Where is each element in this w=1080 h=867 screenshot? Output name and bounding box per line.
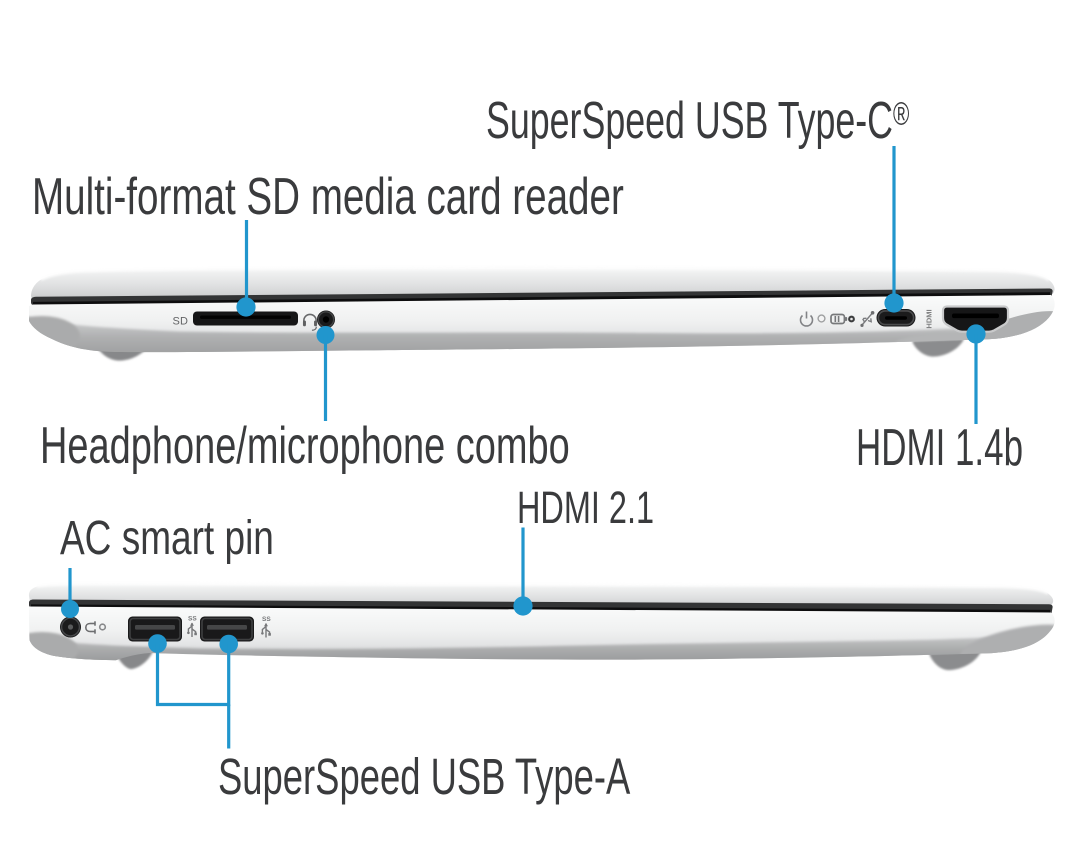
label-hdmi-21: HDMI 2.1 bbox=[517, 482, 655, 533]
laptop2-nose-shadow bbox=[29, 632, 78, 661]
hdmi-port bbox=[941, 305, 1010, 333]
callout-dot-hdmi21 bbox=[513, 596, 533, 616]
hdmi-engraving: HDMI bbox=[925, 309, 934, 328]
laptop1-hinge-gap-dark-line bbox=[32, 292, 1051, 306]
label-sd-reader: Multi-format SD media card reader bbox=[32, 168, 624, 226]
label-usb-type-a: SuperSpeed USB Type-A bbox=[218, 748, 631, 805]
ac-pin-port-ring bbox=[60, 617, 81, 637]
laptop1-nose-shadow bbox=[29, 316, 80, 353]
callout-dot-usb-c bbox=[884, 293, 904, 313]
laptop1-foot-right bbox=[912, 339, 964, 357]
battery-icon bbox=[830, 313, 848, 325]
laptop-bottom-left-side: SS SS bbox=[28, 581, 1055, 671]
laptop-top-right-side: SD bbox=[29, 265, 1055, 361]
plug-icon bbox=[84, 621, 96, 634]
label-ac-smart-pin: AC smart pin bbox=[60, 512, 274, 565]
laptop2-corner-shadow bbox=[960, 624, 1055, 661]
hdmi-port-slot bbox=[952, 313, 999, 319]
power-led bbox=[817, 314, 826, 323]
callout-bracket-usb-a bbox=[155, 643, 231, 707]
laptop1-underside bbox=[29, 316, 1055, 353]
ac-led bbox=[98, 623, 107, 631]
laptop2-lid-highlight bbox=[36, 581, 1049, 595]
laptop2-hinge-gap-dark-line bbox=[30, 604, 1051, 614]
usb-ss-icon-2: SS bbox=[261, 616, 271, 638]
usb-c-port-tongue bbox=[885, 316, 907, 320]
usb-ss-engraving-1: SS bbox=[188, 616, 197, 623]
label-usb-type-c: SuperSpeed USB Type-C® bbox=[486, 92, 910, 150]
ac-pin-center bbox=[67, 624, 74, 630]
headphone-jack-hole bbox=[322, 316, 330, 323]
laptop2-underside bbox=[29, 632, 1055, 661]
power-icon bbox=[799, 311, 814, 327]
laptop1-lid-highlight bbox=[40, 265, 1050, 282]
headphone-icon bbox=[302, 313, 318, 331]
usb-icon bbox=[860, 311, 875, 327]
callout-dot-ac bbox=[61, 600, 79, 618]
usb-ss-engraving-2: SS bbox=[262, 616, 271, 623]
label-headphone: Headphone/microphone combo bbox=[40, 417, 570, 475]
battery-led-dot bbox=[850, 317, 853, 321]
usb-ss-icon-1: SS bbox=[187, 616, 197, 637]
label-hdmi-14b: HDMI 1.4b bbox=[856, 419, 1024, 477]
laptop2-foot-right bbox=[929, 651, 981, 671]
sd-card-slot-inner bbox=[200, 315, 291, 319]
callout-dot-sd bbox=[236, 297, 256, 317]
callouts bbox=[61, 146, 986, 749]
sd-engraving: SD bbox=[173, 316, 189, 328]
